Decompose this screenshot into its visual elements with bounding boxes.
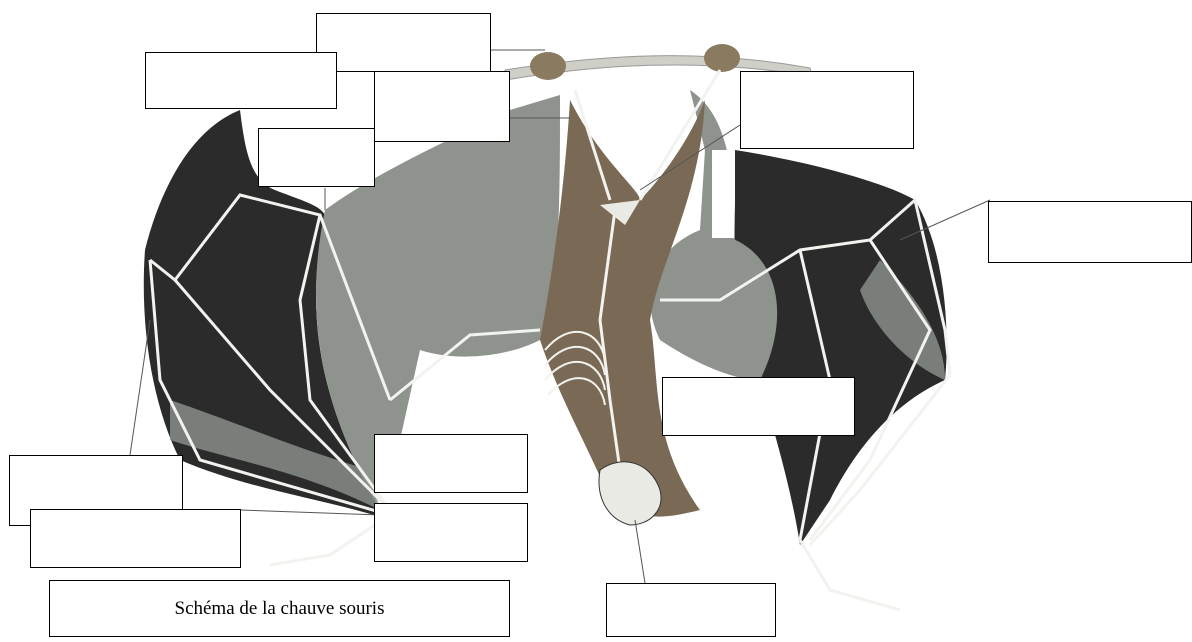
label-box-9[interactable] — [374, 503, 528, 562]
left-foot — [530, 52, 566, 80]
label-box-4[interactable] — [258, 128, 375, 187]
label-box-5[interactable] — [740, 71, 914, 149]
label-box-6[interactable] — [988, 201, 1192, 263]
label-box-1[interactable] — [316, 13, 491, 72]
label-box-7[interactable] — [662, 377, 855, 436]
label-box-12[interactable] — [606, 583, 776, 637]
label-box-8[interactable] — [374, 434, 528, 493]
right-foot — [704, 44, 740, 72]
label-box-11[interactable] — [30, 509, 241, 568]
label-box-2[interactable] — [145, 52, 337, 109]
caption-text: Schéma de la chauve souris — [175, 598, 385, 620]
label-box-3[interactable] — [374, 71, 510, 142]
diagram-caption: Schéma de la chauve souris — [49, 580, 510, 637]
